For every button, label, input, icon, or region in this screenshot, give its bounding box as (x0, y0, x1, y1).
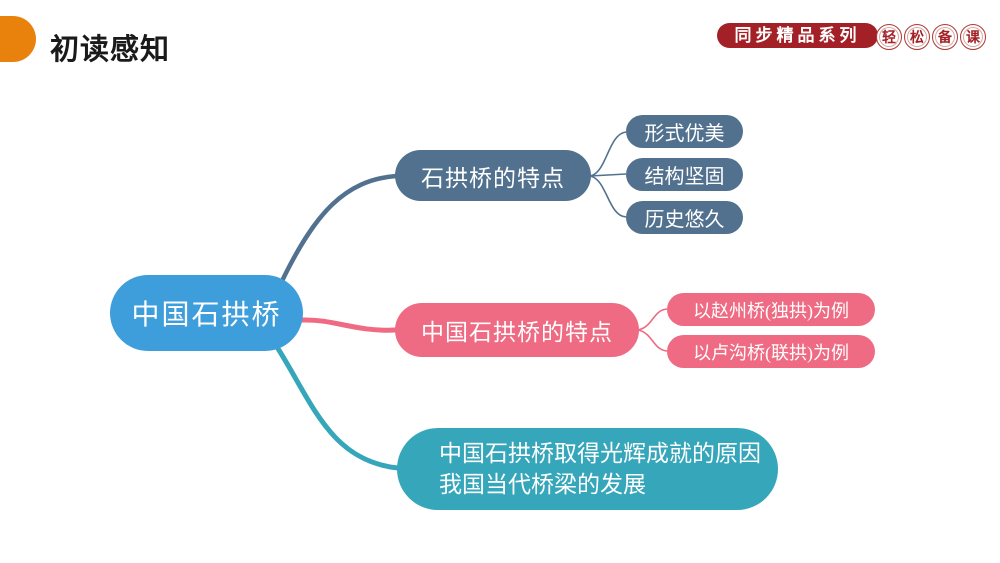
mindmap-child-node: 历史悠久 (626, 201, 743, 234)
mindmap-branch-achievements: 中国石拱桥取得光辉成就的原因 我国当代桥梁的发展 (397, 428, 778, 510)
brand-seal: 备 (932, 24, 958, 50)
brand-seal-row: 轻 松 备 课 (876, 24, 986, 50)
title-accent-shape (0, 16, 36, 62)
mindmap-child-node: 以赵州桥(独拱)为例 (667, 293, 875, 326)
brand-seal: 轻 (876, 24, 902, 50)
mindmap-branch-features: 石拱桥的特点 (395, 150, 591, 201)
brand-series-badge: 同步精品系列 (717, 23, 878, 48)
mindmap-branch-china-features: 中国石拱桥的特点 (395, 303, 639, 357)
mindmap-child-node: 结构坚固 (626, 158, 743, 191)
brand-seal: 松 (904, 24, 930, 50)
branch-achievements-line2: 我国当代桥梁的发展 (439, 472, 646, 497)
mindmap-root-node: 中国石拱桥 (110, 275, 303, 351)
branch-achievements-line1: 中国石拱桥取得光辉成就的原因 (439, 441, 761, 466)
mindmap-child-node: 形式优美 (626, 115, 743, 148)
brand-seal: 课 (960, 24, 986, 50)
mindmap-child-node: 以卢沟桥(联拱)为例 (667, 335, 875, 368)
page-title: 初读感知 (50, 34, 171, 66)
